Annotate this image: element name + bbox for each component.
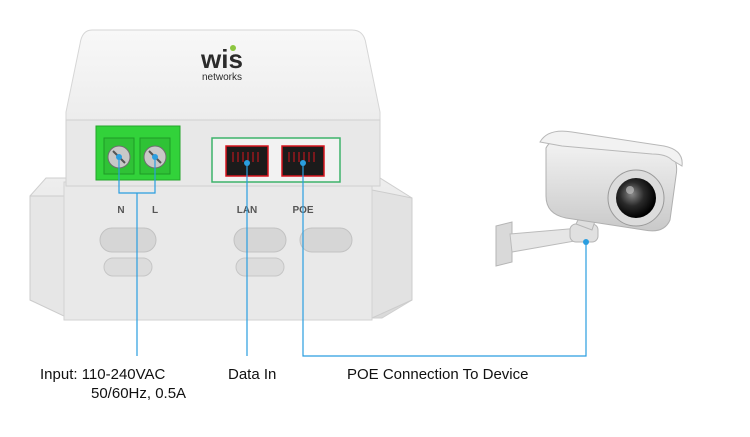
- security-camera: [495, 130, 683, 267]
- brand-logo-dot: [230, 45, 236, 51]
- camera-lens: [616, 178, 656, 218]
- leader-dots: [116, 154, 589, 245]
- data-in-label: Data In: [228, 366, 277, 383]
- mounting-slot: [103, 257, 153, 277]
- right-mounting-tab: [371, 189, 413, 319]
- lan-port-dot: [244, 160, 250, 166]
- terminal-n-dot: [116, 154, 122, 160]
- left-mounting-tab: [29, 195, 69, 319]
- input-label-line1: Input: 110-240VAC: [40, 366, 166, 383]
- poe-port-pins: [288, 152, 315, 162]
- poe-leader-line: [302, 163, 587, 357]
- input-label-line2: 50/60Hz, 0.5A: [91, 385, 187, 402]
- poe-connection-label: POE Connection To Device: [347, 366, 529, 383]
- mounting-slot: [99, 227, 157, 253]
- poe-socket-device: wis networks: [29, 29, 413, 321]
- camera-sunshield: [539, 130, 683, 167]
- camera-lens-glint: [626, 186, 634, 194]
- rj45-port-panel: [211, 137, 341, 183]
- mounting-slot: [235, 257, 285, 277]
- power-terminal-block: [95, 125, 181, 181]
- terminal-n-label: N: [117, 205, 124, 216]
- mounting-slot: [233, 227, 287, 253]
- brand-logo-wis: wis: [200, 44, 243, 74]
- camera-dot: [583, 239, 589, 245]
- mounting-slot: [299, 227, 353, 253]
- camera-wall-mount: [495, 221, 513, 267]
- leader-lines: [118, 157, 587, 357]
- terminal-l-dot: [152, 154, 158, 160]
- poe-port-dot: [300, 160, 306, 166]
- terminal-l-label: L: [152, 205, 158, 216]
- brand-logo-networks: networks: [202, 72, 242, 83]
